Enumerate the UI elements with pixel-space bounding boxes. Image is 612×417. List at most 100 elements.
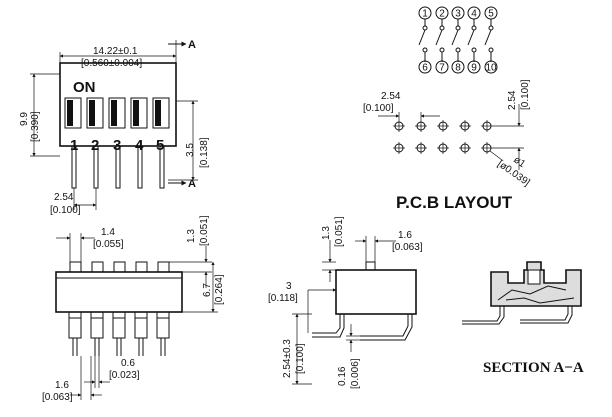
pcb-pitch-v: 2.54 bbox=[507, 90, 518, 110]
pin bbox=[115, 145, 121, 189]
section-lead-left bbox=[462, 306, 505, 325]
pin-offset-dim-in: [0.138] bbox=[199, 137, 210, 168]
switch-slot bbox=[86, 97, 104, 129]
pin-label: 4 bbox=[471, 9, 477, 20]
actuator bbox=[157, 261, 170, 273]
pcb-hole bbox=[415, 120, 427, 132]
pcb-pitch-h-in: [0.100] bbox=[363, 103, 394, 114]
pcb-hole bbox=[437, 142, 449, 154]
pcb-hole bbox=[393, 120, 405, 132]
pcb-hole bbox=[459, 120, 471, 132]
schematic-switches bbox=[418, 19, 494, 62]
pcb-hole bbox=[437, 120, 449, 132]
pin-block bbox=[134, 317, 148, 339]
side-view: 1.3 [0.051] 1.6 [0.063] 3 [0.118] 2.54±0… bbox=[268, 216, 423, 389]
section-label: SECTION A−A bbox=[483, 360, 584, 376]
pcb-layout: 2.54 [0.100] 2.54 [0.100] ø1 [ø0.039] P.… bbox=[363, 79, 532, 212]
pin-offset-dim: 3.5 bbox=[185, 143, 196, 157]
pcb-pitch-h: 2.54 bbox=[381, 91, 401, 102]
side-offset-dim: 3 bbox=[286, 281, 292, 292]
body-height-dim-in: [0.264] bbox=[214, 274, 225, 305]
body-height-dim: 6.7 bbox=[202, 283, 213, 297]
width-dim-in: [0.560±0.004] bbox=[81, 58, 142, 69]
height-dim-in: [0.390] bbox=[30, 111, 41, 142]
pcb-hole bbox=[415, 142, 427, 154]
pitch-dim: 2.54 bbox=[54, 192, 74, 203]
pin bbox=[159, 145, 165, 189]
actuator-height-dim: 1.3 bbox=[186, 229, 197, 243]
circuit-schematic: 1 2 3 4 5 6 7 8 9 10 bbox=[418, 6, 498, 74]
pin-label: 8 bbox=[455, 63, 461, 74]
section-contact-2 bbox=[505, 297, 575, 304]
switch-slot bbox=[130, 97, 148, 129]
side-thick-dim-in: [0.006] bbox=[350, 358, 361, 389]
pin-block bbox=[68, 317, 82, 339]
pin-block bbox=[112, 317, 126, 339]
schematic-top-pins: 1 2 3 4 5 bbox=[418, 6, 498, 20]
actuator bbox=[91, 261, 104, 273]
on-label: ON bbox=[73, 79, 96, 96]
pin-gap-dim-in: [0.063] bbox=[42, 392, 73, 403]
actuators bbox=[69, 261, 170, 273]
side-thick-dim: 0.16 bbox=[337, 366, 348, 386]
pcb-pitch-v-in: [0.100] bbox=[520, 79, 531, 110]
side-top-dim-in: [0.051] bbox=[334, 216, 345, 247]
side-top-dim: 1.3 bbox=[321, 226, 332, 240]
section-marker-top: A bbox=[188, 39, 196, 51]
pin-gap-dim: 1.6 bbox=[55, 380, 69, 391]
actuator-dim-in: [0.055] bbox=[93, 239, 124, 250]
switch-knob bbox=[89, 100, 95, 126]
top-view: ON 1 2 3 4 5 bbox=[19, 39, 210, 216]
switch-knob bbox=[133, 100, 139, 126]
pcb-holes bbox=[393, 120, 493, 154]
switch-slots bbox=[64, 97, 170, 129]
pin-label: 2 bbox=[439, 9, 445, 20]
side-lead-dim: 2.54±0.3 bbox=[282, 339, 293, 378]
pin-block bbox=[156, 317, 170, 339]
pcb-hole bbox=[393, 142, 405, 154]
switch-slot bbox=[152, 97, 170, 129]
pcb-layout-title: P.C.B LAYOUT bbox=[396, 193, 513, 212]
pcb-hole bbox=[481, 142, 493, 154]
actuator bbox=[113, 261, 126, 273]
side-lead-left bbox=[312, 314, 345, 338]
section-lead-right bbox=[520, 306, 573, 324]
width-dim: 14.22±0.1 bbox=[93, 46, 138, 57]
pin-width-dim: 0.6 bbox=[121, 358, 135, 369]
side-knob-dim: 1.6 bbox=[398, 230, 412, 241]
section-slider bbox=[527, 269, 541, 285]
pin bbox=[137, 145, 143, 189]
schematic-bottom-pins: 6 7 8 9 10 bbox=[418, 60, 498, 74]
side-offset-dim-in: [0.118] bbox=[268, 293, 298, 304]
section-a-a: SECTION A−A bbox=[462, 261, 584, 376]
pin-label: 3 bbox=[455, 9, 461, 20]
pcb-hole bbox=[459, 142, 471, 154]
front-pins bbox=[68, 312, 170, 356]
switch-knob bbox=[155, 100, 161, 126]
switch-knob bbox=[67, 100, 73, 126]
switch-knob bbox=[111, 100, 117, 126]
side-knob-dim-in: [0.063] bbox=[392, 242, 423, 253]
actuator bbox=[69, 261, 82, 273]
side-body bbox=[335, 269, 417, 315]
switch-slot bbox=[64, 97, 82, 129]
pin-label: 9 bbox=[471, 63, 477, 74]
switch-slot bbox=[108, 97, 126, 129]
top-view-pins bbox=[71, 145, 165, 189]
pin-label: 6 bbox=[422, 63, 428, 74]
pin-label: 10 bbox=[485, 63, 497, 74]
section-marker-bottom: A bbox=[188, 178, 196, 190]
actuator bbox=[135, 261, 148, 273]
actuator-height-dim-in: [0.051] bbox=[199, 215, 210, 246]
height-dim: 9.9 bbox=[19, 112, 30, 126]
pin-width-dim-in: [0.023] bbox=[109, 370, 140, 381]
pcb-hole bbox=[481, 120, 493, 132]
section-contact bbox=[497, 285, 567, 301]
pin-label: 1 bbox=[422, 9, 428, 20]
pitch-dim-in: [0.100] bbox=[50, 205, 81, 216]
side-lead-right bbox=[360, 314, 413, 341]
pin-label: 7 bbox=[439, 63, 445, 74]
actuator-dim: 1.4 bbox=[101, 227, 115, 238]
side-lead-dim-in: [0.100] bbox=[295, 343, 306, 374]
